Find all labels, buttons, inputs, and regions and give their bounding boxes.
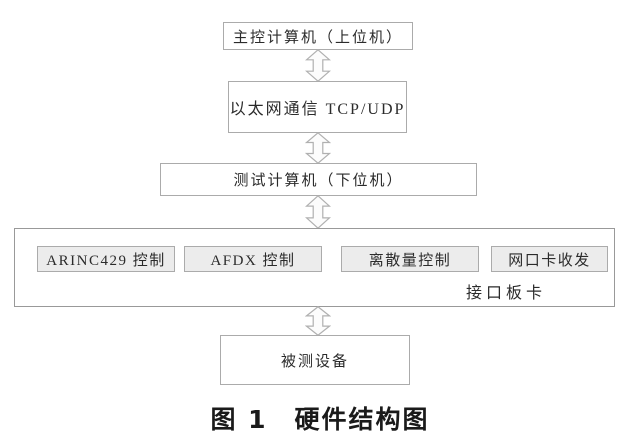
node-ethernet-tcp-udp: 以太网通信 TCP/UDP	[228, 81, 407, 133]
card-network-label: 网口卡收发	[508, 252, 591, 269]
card-afdx-control: AFDX 控制	[184, 246, 322, 272]
card-discrete-control: 离散量控制	[341, 246, 479, 272]
node-device-under-test: 被测设备	[220, 335, 410, 385]
up-down-arrow-icon	[305, 49, 331, 82]
node-test-computer: 测试计算机（下位机）	[160, 163, 477, 196]
up-down-arrow-icon	[305, 306, 331, 336]
node-ethernet-label: 以太网通信 TCP/UDP	[229, 101, 406, 118]
node-dut-label: 被测设备	[280, 353, 349, 370]
card-arinc429-label: ARINC429 控制	[46, 252, 166, 269]
interface-board-label: 接口板卡	[465, 285, 546, 302]
card-afdx-label: AFDX 控制	[210, 252, 296, 269]
card-arinc429-control: ARINC429 控制	[37, 246, 175, 272]
node-test-computer-label: 测试计算机（下位机）	[233, 173, 404, 189]
up-down-arrow-icon	[305, 195, 331, 229]
up-down-arrow-icon	[305, 132, 331, 164]
figure-caption: 图 1 硬件结构图	[210, 405, 430, 434]
interface-board-group: ARINC429 控制 AFDX 控制 离散量控制 网口卡收发 接口板卡	[14, 228, 615, 307]
card-network-port: 网口卡收发	[491, 246, 608, 272]
node-host-computer-label: 主控计算机（上位机）	[232, 29, 403, 46]
card-discrete-label: 离散量控制	[368, 252, 452, 269]
node-host-computer: 主控计算机（上位机）	[223, 22, 413, 50]
